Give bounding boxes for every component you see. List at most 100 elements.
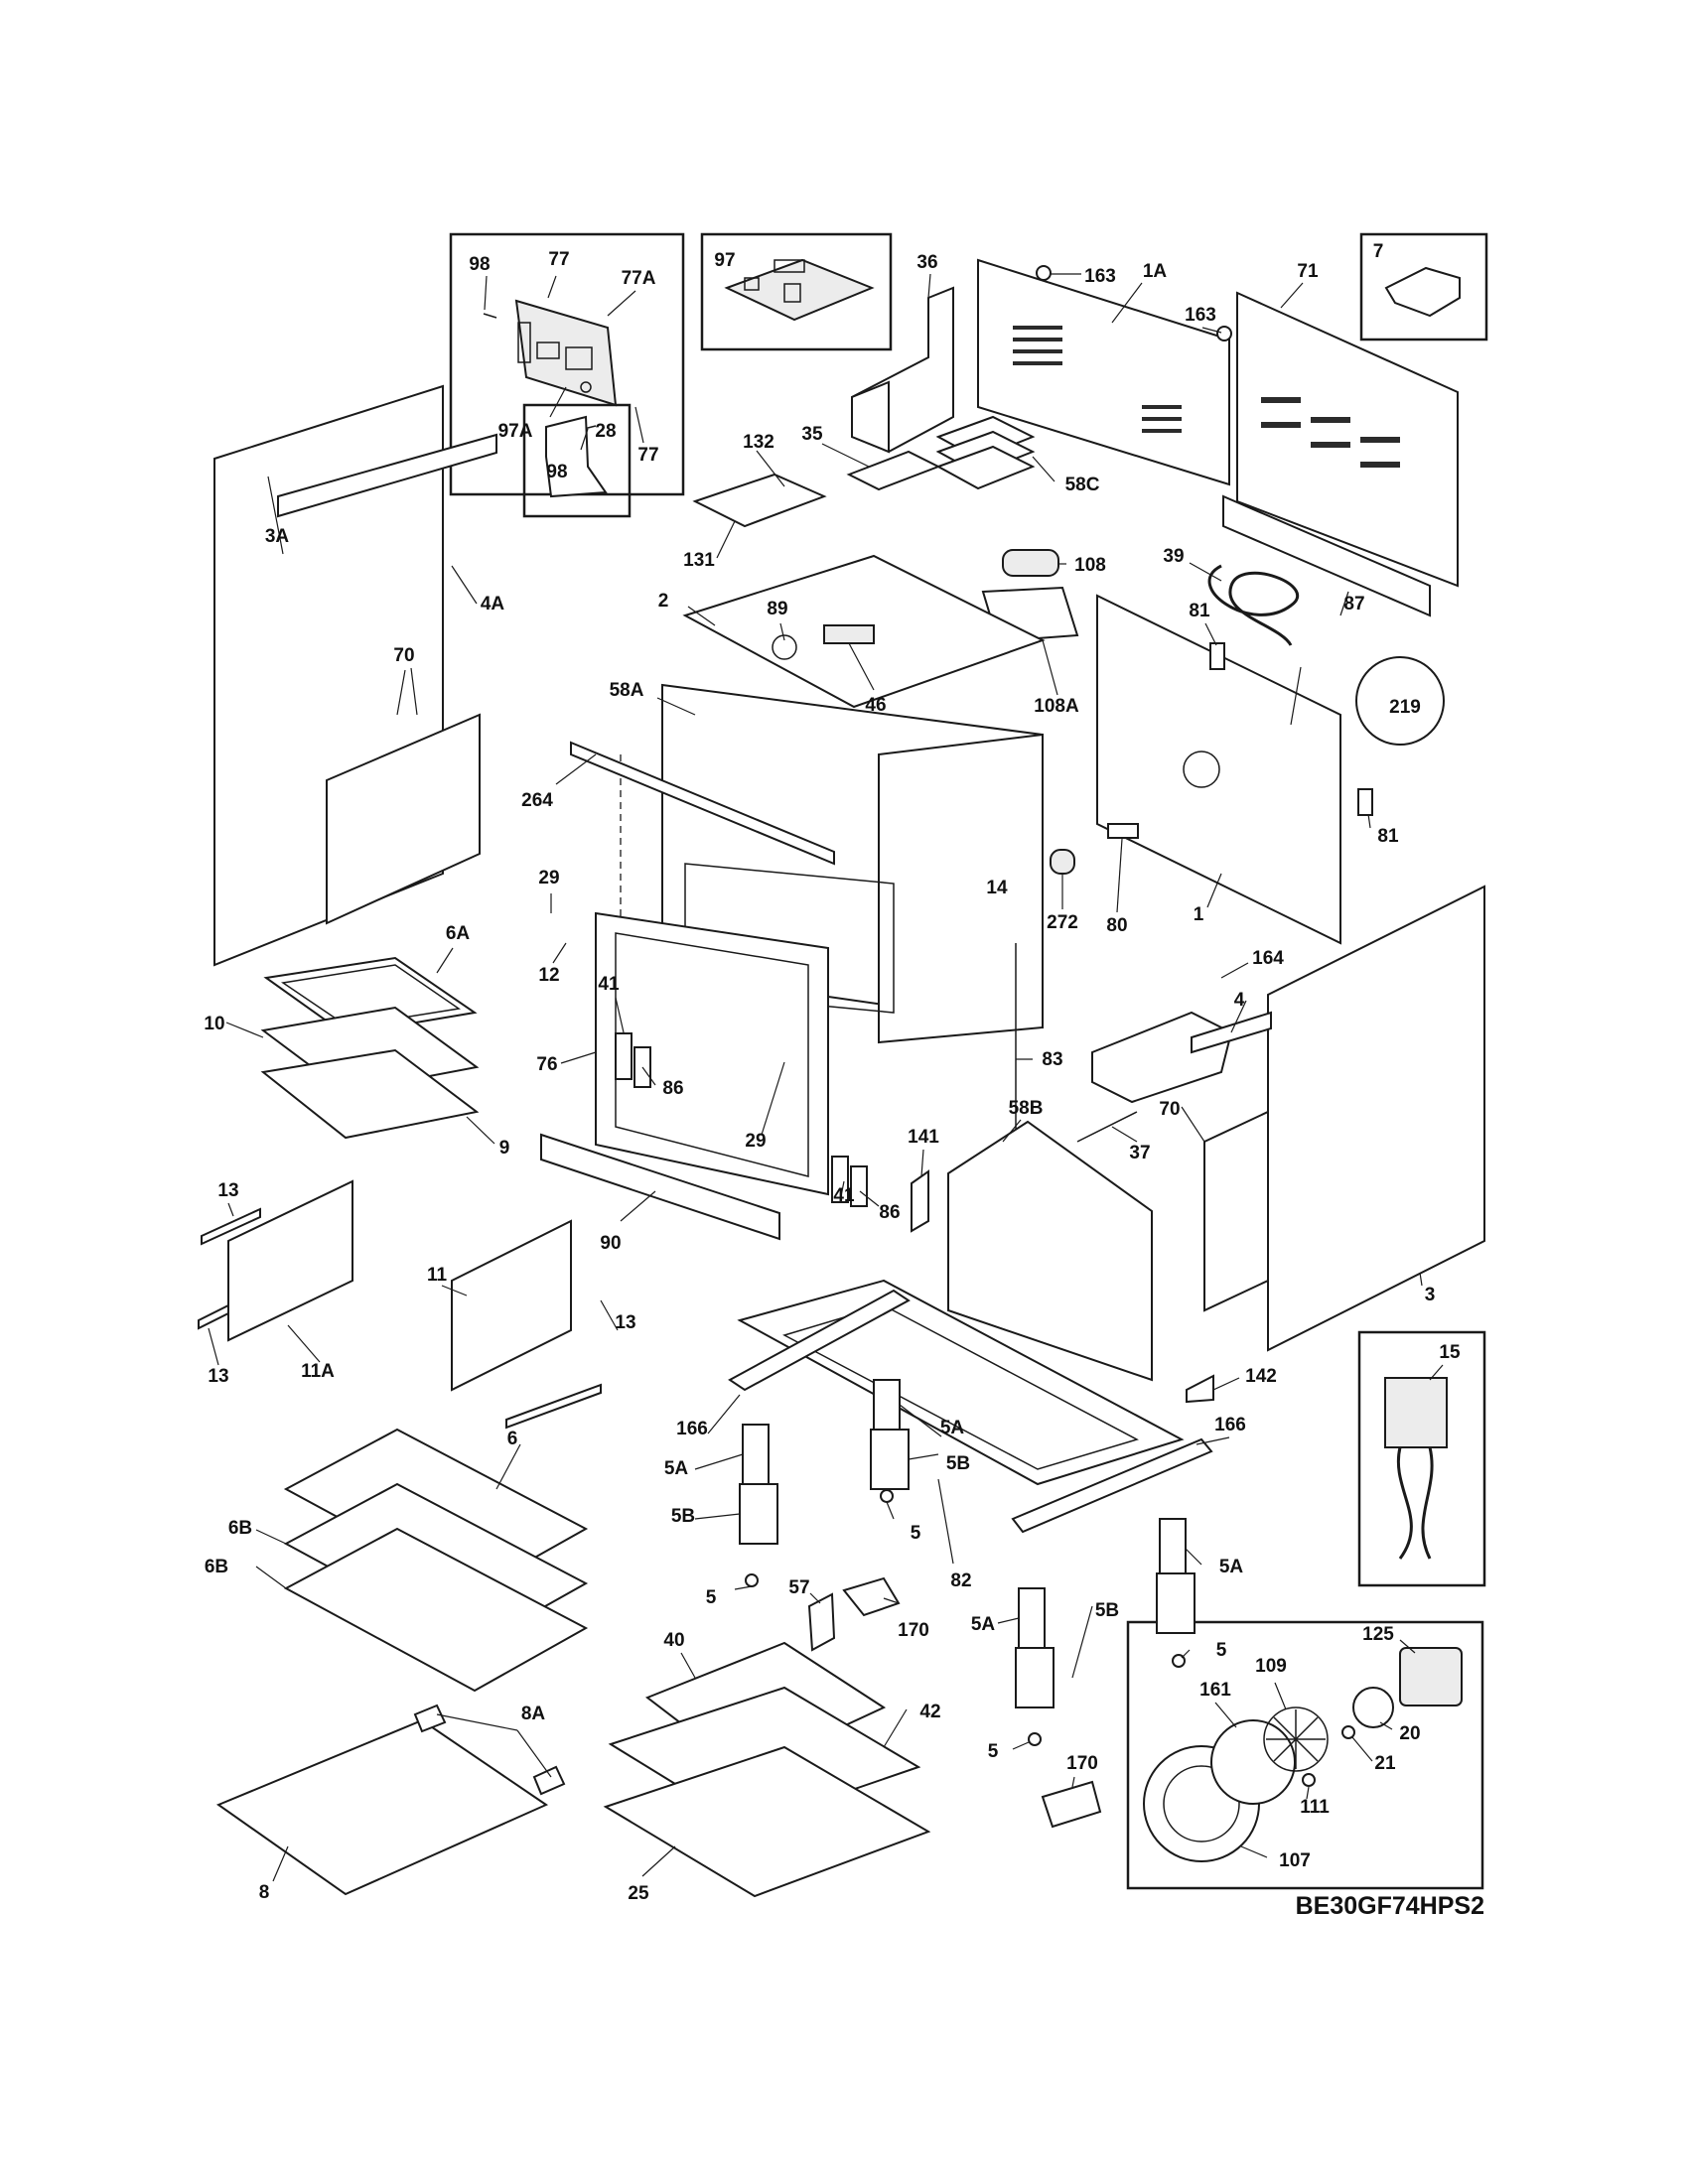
callout-131: 131 [683, 550, 715, 571]
callout-labels: 98 77 77A 97A 98 77 97 36 163 1A 163 71 … [204, 241, 1461, 1904]
grommet-163a [1036, 265, 1052, 281]
back-wall-1 [1096, 594, 1341, 945]
callout-7: 7 [1373, 241, 1384, 262]
hinge-86b [850, 1165, 868, 1207]
callout-8: 8 [259, 1882, 270, 1903]
trim-strip-90 [540, 1133, 780, 1241]
callout-42: 42 [919, 1702, 940, 1722]
callout-2: 2 [658, 591, 669, 612]
side-panel-3 [1267, 885, 1485, 1352]
callout-15: 15 [1439, 1342, 1461, 1363]
exhaust-duct-36 [851, 286, 954, 454]
rack-6b-lower [283, 1527, 589, 1693]
callout-141: 141 [908, 1127, 939, 1148]
duct-seal-35 [846, 450, 941, 491]
leg-bracket-5a-c [1159, 1518, 1187, 1574]
callout-11: 11 [427, 1265, 448, 1286]
callout-20: 20 [1399, 1723, 1420, 1744]
bracket-8a-b [532, 1765, 566, 1796]
heater-108 [1002, 549, 1059, 577]
callout-264: 264 [521, 790, 553, 811]
callout-86: 86 [662, 1078, 683, 1099]
bracket-170b [1041, 1780, 1102, 1829]
callout-83: 83 [1042, 1049, 1062, 1070]
leg-5b-c [1156, 1572, 1196, 1634]
washer-21 [1341, 1725, 1355, 1739]
callout-77a: 77A [622, 268, 656, 289]
callout-3a: 3A [265, 526, 290, 547]
callout-8a: 8A [521, 1704, 546, 1724]
callout-29: 29 [538, 868, 559, 888]
leg-bracket-5a-b [873, 1379, 901, 1431]
callout-5a: 5A [971, 1614, 996, 1635]
screw-5d [1028, 1732, 1042, 1746]
callout-132: 132 [743, 432, 774, 453]
callout-109: 109 [1255, 1656, 1287, 1677]
bracket-141 [911, 1169, 929, 1233]
inset-box-probe-15 [1357, 1330, 1486, 1587]
callout-41: 41 [598, 974, 620, 995]
callout-170: 170 [1066, 1753, 1098, 1774]
callout-81: 81 [1189, 601, 1210, 621]
trim-87 [1222, 494, 1431, 617]
callout-142: 142 [1245, 1366, 1277, 1387]
callout-71: 71 [1297, 261, 1319, 282]
callout-272: 272 [1047, 912, 1078, 933]
callout-164: 164 [1252, 948, 1284, 969]
bracket-8a-a [413, 1704, 447, 1733]
inset-box-bracket-7 [1359, 232, 1488, 341]
leader-lines [208, 273, 1444, 1882]
probe-wire-37 [1076, 1111, 1138, 1143]
callout-5b: 5B [1095, 1600, 1119, 1621]
thermostat-89 [772, 634, 797, 660]
callout-97a: 97A [498, 421, 533, 442]
callout-21: 21 [1374, 1753, 1396, 1774]
callout-41: 41 [833, 1185, 855, 1206]
callout-1a: 1A [1143, 261, 1168, 282]
bracket-142 [1186, 1374, 1214, 1404]
callout-58c: 58C [1065, 475, 1100, 495]
slide-13c [505, 1383, 602, 1430]
inset-box-relay-board [700, 232, 893, 351]
leg-5b-a [739, 1483, 778, 1545]
callout-6b: 6B [228, 1518, 252, 1539]
rear-panel-1a [977, 258, 1230, 486]
power-cord-39 [1207, 564, 1300, 646]
inset-box-bracket-28 [522, 403, 632, 518]
rail-264 [570, 741, 835, 866]
rail-4a [277, 433, 497, 518]
control-board-97a [483, 299, 618, 430]
rail-166b [1011, 1437, 1213, 1534]
component-272 [1050, 849, 1075, 875]
callout-163: 163 [1185, 305, 1216, 326]
disc-20 [1352, 1687, 1394, 1728]
screw-5a [745, 1573, 759, 1587]
callout-108a: 108A [1034, 696, 1079, 717]
callout-29: 29 [745, 1131, 766, 1152]
broil-pan-9 [260, 1048, 480, 1140]
callout-5b: 5B [671, 1506, 695, 1527]
callout-25: 25 [628, 1883, 649, 1904]
callout-40: 40 [663, 1630, 684, 1651]
callout-5a: 5A [664, 1458, 689, 1479]
rack-supports-11a [227, 1179, 353, 1342]
callout-108: 108 [1074, 555, 1106, 576]
callout-166: 166 [676, 1419, 708, 1439]
leg-bracket-5a-d [1018, 1587, 1046, 1649]
callout-5: 5 [1216, 1640, 1227, 1661]
grommet-163b [1216, 326, 1232, 341]
callout-111: 111 [1300, 1797, 1330, 1818]
callout-3: 3 [1425, 1285, 1436, 1305]
screw-5b [880, 1489, 894, 1503]
fan-motor-125 [1399, 1647, 1463, 1706]
callout-6: 6 [507, 1429, 518, 1449]
callout-219: 219 [1389, 697, 1421, 718]
callout-5a: 5A [940, 1418, 965, 1438]
callout-5: 5 [911, 1523, 921, 1544]
rack-6a [263, 956, 478, 1036]
callout-86: 86 [879, 1202, 900, 1223]
callout-14: 14 [986, 878, 1008, 898]
callout-6b: 6B [205, 1557, 228, 1577]
callout-82: 82 [950, 1570, 971, 1591]
